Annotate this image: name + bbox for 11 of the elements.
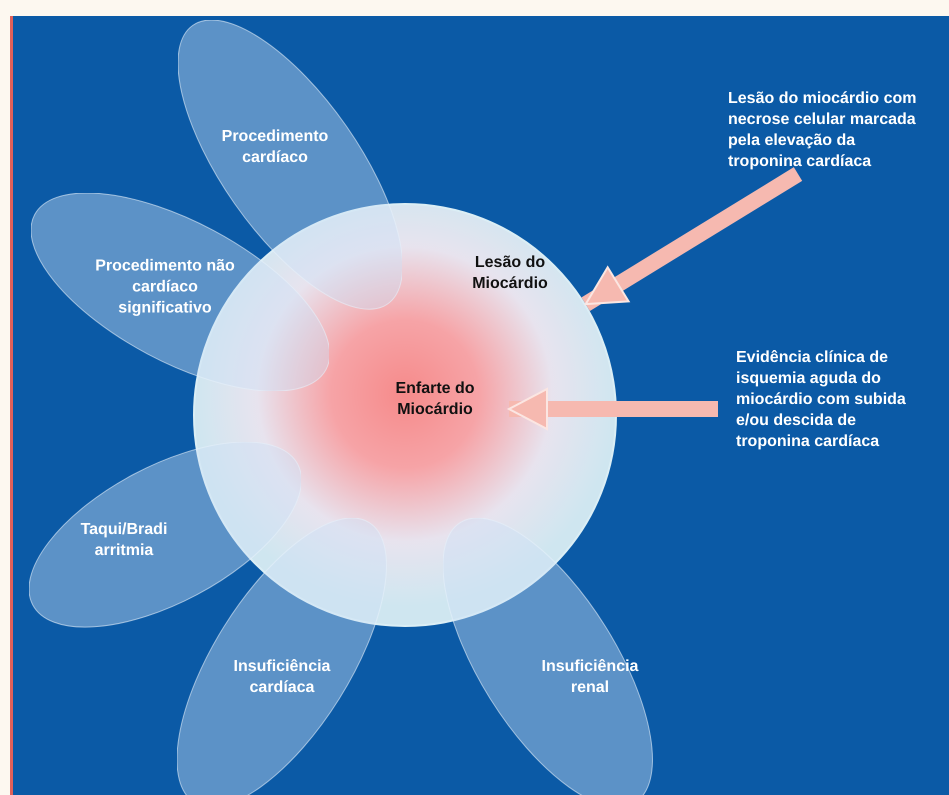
annotation-text: Lesão do miocárdio com necrose celular marcada pela elevação da troponina cardíaca — [728, 88, 928, 172]
center-label: Enfarte do Miocárdio — [365, 378, 505, 420]
shape-label: Lesão do Miocárdio — [471, 253, 549, 294]
shape-label: Taqui/Bradi arritmia — [80, 520, 168, 561]
shape-label: Procedimento cardíaco — [220, 126, 330, 168]
annotation-text: Evidência clínica de isquemia aguda do miocárdio com subida e/ou descida de troponina cardíaca — [736, 347, 921, 452]
shape-label: Insuficiência renal — [540, 656, 640, 698]
shape-label: Insuficiência cardíaca — [232, 656, 332, 698]
arrow — [582, 167, 802, 311]
shape-label: Procedimento não cardíaco significativo — [94, 256, 236, 318]
arrow — [508, 388, 718, 430]
